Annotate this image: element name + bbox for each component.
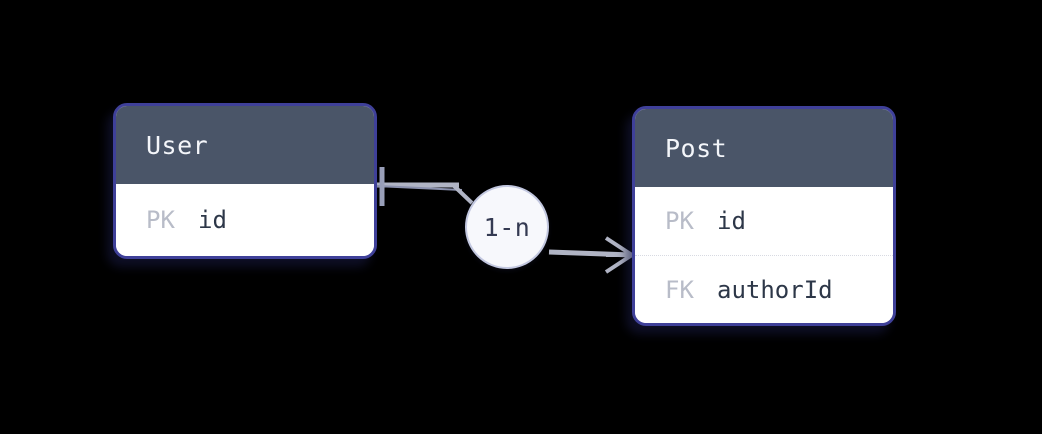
attribute-name: id (717, 207, 746, 235)
connector-line-user-to-badge-inner (376, 185, 463, 191)
attribute-row[interactable]: PK id (116, 184, 374, 256)
attribute-row[interactable]: PK id (635, 187, 893, 255)
connector-line-badge-entry-left (450, 182, 474, 205)
relationship-label: 1-n (483, 212, 531, 242)
attribute-key-badge: PK (665, 207, 694, 235)
attribute-name: id (198, 206, 227, 234)
entity-user-header: User (116, 106, 374, 184)
attribute-key-badge: PK (146, 206, 175, 234)
entity-user-body: PK id (116, 184, 374, 256)
entity-post-header: Post (635, 109, 893, 187)
entity-post-body: PK id FK authorId (635, 187, 893, 323)
attribute-name: authorId (717, 275, 833, 304)
cardinality-many-crowsfoot (604, 236, 634, 274)
attribute-row[interactable]: FK authorId (635, 255, 893, 323)
attribute-key-badge: FK (665, 275, 694, 304)
entity-user-title: User (146, 130, 209, 160)
relationship-cardinality-badge[interactable]: 1-n (465, 185, 549, 269)
entity-post-title: Post (665, 133, 728, 163)
entity-user[interactable]: User PK id (113, 103, 377, 259)
entity-post[interactable]: Post PK id FK authorId (632, 106, 896, 326)
